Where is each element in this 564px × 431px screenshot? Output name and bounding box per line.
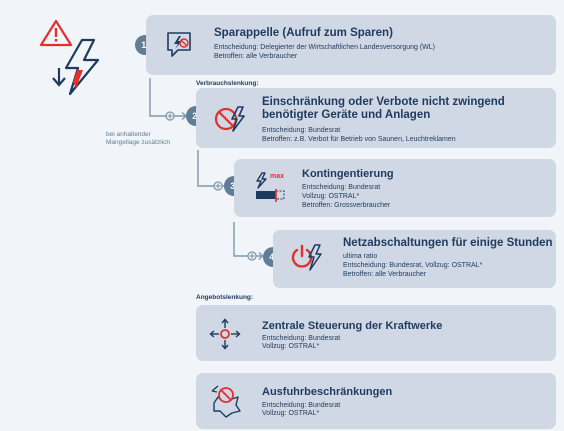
step-4-decision: Entscheidung: Bundesrat, Vollzug: OSTRAL… — [343, 262, 483, 269]
step-1-box: Sparappelle (Aufruf zum Sparen) Entschei… — [146, 15, 556, 75]
step-4-box: Netzabschaltungen für einige Stunden ult… — [273, 230, 556, 288]
supply-1-decision: Entscheidung: Bundesrat — [262, 335, 341, 342]
step-3-title: Kontingentierung — [302, 168, 394, 180]
step-4-affected: Betroffen: alle Verbraucher — [343, 271, 427, 278]
step-2-box: Einschränkung oder Verbote nicht zwingen… — [196, 88, 556, 148]
warning-icon — [38, 18, 78, 48]
central-control-icon — [208, 317, 242, 351]
step-1-decision: Entscheidung: Delegierter der Wirtschaft… — [214, 44, 435, 51]
quota-max-label: max — [270, 173, 285, 180]
quota-max-icon — [254, 171, 290, 205]
step-2-title-line1: Einschränkung oder Verbote nicht zwingen… — [262, 96, 505, 108]
section-label-supply: Angebotslenkung: — [196, 294, 254, 301]
export-restriction-icon — [208, 383, 244, 419]
power-shortage-bolt-icon — [50, 38, 112, 96]
persistent-shortage-note: bei anhaltender Mangellage zusätzlich — [106, 131, 170, 147]
connector-step-3-4 — [230, 222, 280, 266]
supply-1-title: Zentrale Steuerung der Kraftwerke — [262, 320, 443, 332]
supply-2-decision: Entscheidung: Bundesrat — [262, 402, 341, 409]
supply-2-execution: Vollzug: OSTRAL* — [262, 410, 320, 417]
prohibited-power-icon — [214, 104, 246, 134]
supply-2-title: Ausfuhrbeschränkungen — [262, 386, 393, 398]
savings-appeal-icon — [164, 29, 194, 59]
step-3-box: max Kontingentierung Entscheidung: Bunde… — [234, 159, 556, 217]
step-2-affected: Betroffen: z.B. Verbot für Betrieb von S… — [262, 136, 456, 143]
step-3-decision: Entscheidung: Bundesrat — [302, 184, 381, 191]
step-2-title-line2: benötigter Geräte und Anlagen — [262, 109, 431, 121]
step-3-execution: Vollzug: OSTRAL* — [302, 193, 360, 200]
step-4-ultima-ratio: ultima ratio — [343, 253, 378, 260]
step-1-title: Sparappelle (Aufruf zum Sparen) — [214, 27, 393, 39]
step-4-title: Netzabschaltungen für einige Stunden — [343, 237, 553, 249]
step-3-affected: Betroffen: Grossverbraucher — [302, 202, 391, 209]
section-label-consumption: Verbrauchslenkung: — [196, 80, 259, 87]
supply-1-box: Zentrale Steuerung der Kraftwerke Entsch… — [196, 305, 556, 361]
supply-1-execution: Vollzug: OSTRAL* — [262, 343, 320, 350]
power-off-bolt-icon — [289, 242, 323, 274]
step-2-decision: Entscheidung: Bundesrat — [262, 127, 341, 134]
supply-2-box: Ausfuhrbeschränkungen Entscheidung: Bund… — [196, 373, 556, 429]
step-1-affected: Betroffen: alle Verbraucher — [214, 53, 298, 60]
